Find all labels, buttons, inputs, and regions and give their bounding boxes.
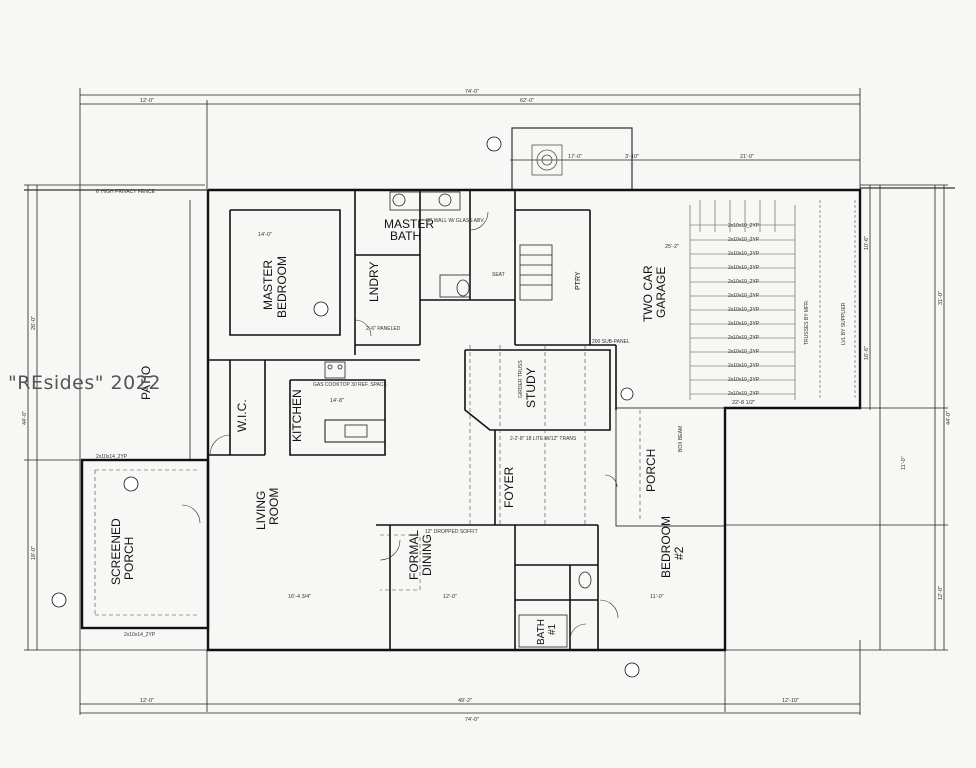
exterior-walls: [80, 188, 862, 652]
room-label-study: STUDY: [524, 367, 538, 408]
room-label-bedroom-2: BEDROOM: [659, 516, 673, 578]
joist-labels: 2x10x10_2YP 2x10x10_2YP 2x10x10_2YP 2x10…: [728, 223, 760, 397]
dim-right-e: 11'-0": [901, 456, 907, 470]
dim-garage-width: 25'-2": [665, 244, 679, 250]
room-label-bedroom-2b: #2: [672, 546, 686, 560]
dim-right-d: 16'-6": [864, 346, 870, 360]
joist-label: 2x10x10_2YP: [728, 307, 760, 313]
dimension-text: 74'-0" 12'-0" 62'-0" 17'-0" 3'-10" 21'-0…: [22, 89, 952, 723]
room-label-living-room: LIVING: [254, 491, 268, 530]
garage-joists: [689, 200, 856, 400]
joist-label: 2x10x10_2YP: [728, 251, 760, 257]
dim-right-overall: 44'-0": [946, 411, 952, 425]
note-glass-wall: 42" WALL W/ GLASS ABV.: [425, 218, 485, 224]
dim-mbr-width: 14'-0": [258, 232, 272, 238]
room-label-screened-porch: SCREENED: [109, 518, 123, 585]
note-privacy-fence: 6' HIGH PRIVACY FENCE: [96, 189, 156, 195]
joist-label: 2x10x10_2YP: [728, 377, 760, 383]
joist-label: 2x10x10_2YP: [728, 321, 760, 327]
joist-label: 2x10x10_2YP: [728, 223, 760, 229]
dim-bottom-left: 12'-0": [140, 698, 154, 704]
note-dropped-soffit: 12" DROPPED SOFFIT: [425, 529, 478, 535]
note-lvl: LVL BY SUPPLIER: [841, 302, 847, 345]
dim-top-left: 12'-0": [140, 98, 154, 104]
room-label-living-room-2: ROOM: [267, 488, 281, 525]
room-label-formal-dining-2: DINING: [420, 534, 434, 576]
room-label-foyer: FOYER: [502, 466, 516, 508]
room-label-bath-1b: #1: [547, 623, 558, 635]
dim-top-main: 62'-0": [520, 98, 534, 104]
room-label-wic: W.I.C.: [235, 399, 249, 432]
watermark-text: "REsides" 2022: [8, 372, 161, 394]
dim-top-a: 17'-0": [568, 154, 582, 160]
room-label-lndry: LNDRY: [367, 262, 381, 302]
dim-right-c: 10'-6": [864, 236, 870, 250]
room-label-bath-1: BATH: [536, 619, 547, 645]
joist-label: 2x10x10_2YP: [728, 391, 760, 397]
dim-top-overall: 74'-0": [465, 89, 479, 95]
note-seat: SEAT: [492, 272, 505, 278]
fixtures: [324, 144, 592, 648]
dim-top-b: 3'-10": [625, 154, 639, 160]
note-gas-cooktop: GAS COOKTOP 30: [313, 382, 357, 388]
joist-label: 2x10x10_2YP: [728, 237, 760, 243]
note-paneled: 2'-6" PANELED: [366, 326, 401, 332]
room-label-porch: PORCH: [644, 449, 658, 492]
dim-bottom-mid: 49'-2": [458, 698, 472, 704]
dimension-lines: [24, 88, 948, 715]
room-label-formal-dining: FORMAL: [407, 530, 421, 580]
joist-label: 2x10x10_2YP: [728, 349, 760, 355]
room-label-master-bedroom: MASTER: [261, 260, 275, 310]
dim-kitchen-width: 14'-8": [330, 398, 344, 404]
room-label-master-bedroom-2: BEDROOM: [275, 256, 289, 318]
note-porch-beam-bottom: 2x10x14_2YP: [124, 632, 156, 638]
joist-label: 2x10x10_2YP: [728, 363, 760, 369]
note-sub-panel: 200 SUB-PANEL: [592, 339, 630, 345]
dim-left-a: 26'-0": [31, 316, 37, 330]
note-fridge-space: REF. SPACE: [358, 382, 387, 388]
section-markers: [51, 136, 640, 678]
note-trusses: TRUSSES BY MFR.: [804, 300, 810, 345]
joist-label: 2x10x10_2YP: [728, 335, 760, 341]
room-label-screened-porch-2: PORCH: [122, 537, 136, 580]
dim-top-c: 21'-0": [740, 154, 754, 160]
dim-bed2-width: 11'-0": [650, 594, 664, 600]
room-label-two-car-garage-2: GARAGE: [654, 267, 668, 318]
note-box-beam: BOX BEAM: [678, 426, 684, 452]
note-trans: 2-2'-8" 18 LITE W/12" TRANS: [510, 436, 577, 442]
door-swings: [181, 211, 619, 641]
room-label-pantry: PTRY: [575, 271, 582, 290]
room-labels: MASTER BATH MASTER BEDROOM LNDRY TWO CAR…: [109, 217, 686, 645]
dim-living-width: 16'-4 3/4": [288, 594, 311, 600]
dim-dining-width: 12'-0": [443, 594, 457, 600]
room-label-kitchen: KITCHEN: [290, 389, 304, 442]
joist-label: 2x10x10_2YP: [728, 265, 760, 271]
dim-bottom-right: 12'-10": [782, 698, 799, 704]
room-label-master-bath: MASTER: [384, 217, 434, 231]
room-label-two-car-garage: TWO CAR: [641, 265, 655, 322]
note-girder-truss: GIRDER TRUSS: [518, 360, 524, 398]
privacy-fence: [24, 127, 955, 191]
dim-left-b: 18'-0": [31, 546, 37, 560]
dim-left-overall: 44'-0": [22, 411, 28, 425]
dim-right-a: 31'-0": [938, 291, 944, 305]
dim-bottom-overall: 74'-0": [465, 717, 479, 723]
joist-label: 2x10x10_2YP: [728, 293, 760, 299]
dim-garage-depth: 22'-8 1/2": [732, 400, 755, 406]
room-label-patio: PATIO: [139, 366, 153, 400]
plan-notes: 6' HIGH PRIVACY FENCE 42" WALL W/ GLASS …: [96, 189, 847, 638]
room-label-master-bath-2: BATH: [390, 229, 421, 243]
interior-walls: [208, 190, 617, 650]
soffit-lines: [94, 345, 641, 616]
joist-label: 2x10x10_2YP: [728, 279, 760, 285]
dim-right-b: 12'-0": [938, 586, 944, 600]
note-porch-beam-top: 2x10x14_2YP: [96, 454, 128, 460]
